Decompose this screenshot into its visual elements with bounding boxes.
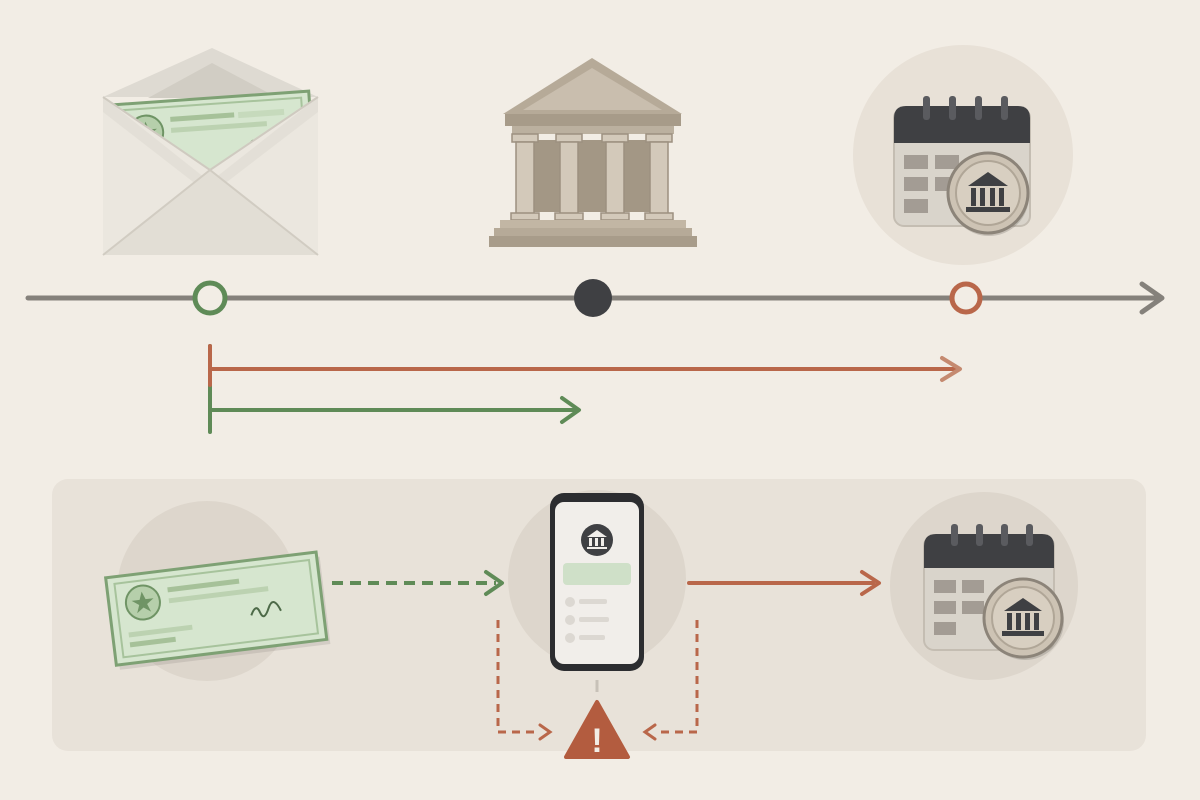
timeline-node-mailed — [192, 280, 228, 316]
mobile-banking-phone-icon — [508, 490, 686, 671]
envelope-check-icon — [102, 48, 319, 256]
paper-check-icon — [103, 501, 331, 681]
long-span-arrow — [210, 356, 962, 382]
calendar-bank-icon — [890, 492, 1078, 680]
timeline-node-funds — [949, 281, 983, 315]
upload-arrow — [332, 570, 504, 596]
bank-building-icon — [489, 58, 697, 247]
funds-available-arrow — [687, 570, 881, 596]
short-span-arrow — [210, 396, 581, 424]
warning-symbol: ! — [591, 722, 602, 760]
warning-left-path — [496, 620, 553, 741]
calendar-bank-icon — [853, 45, 1073, 265]
timeline-node-bank — [574, 279, 612, 317]
warning-triangle-icon: ! — [564, 700, 630, 760]
warning-right-path — [642, 620, 699, 741]
